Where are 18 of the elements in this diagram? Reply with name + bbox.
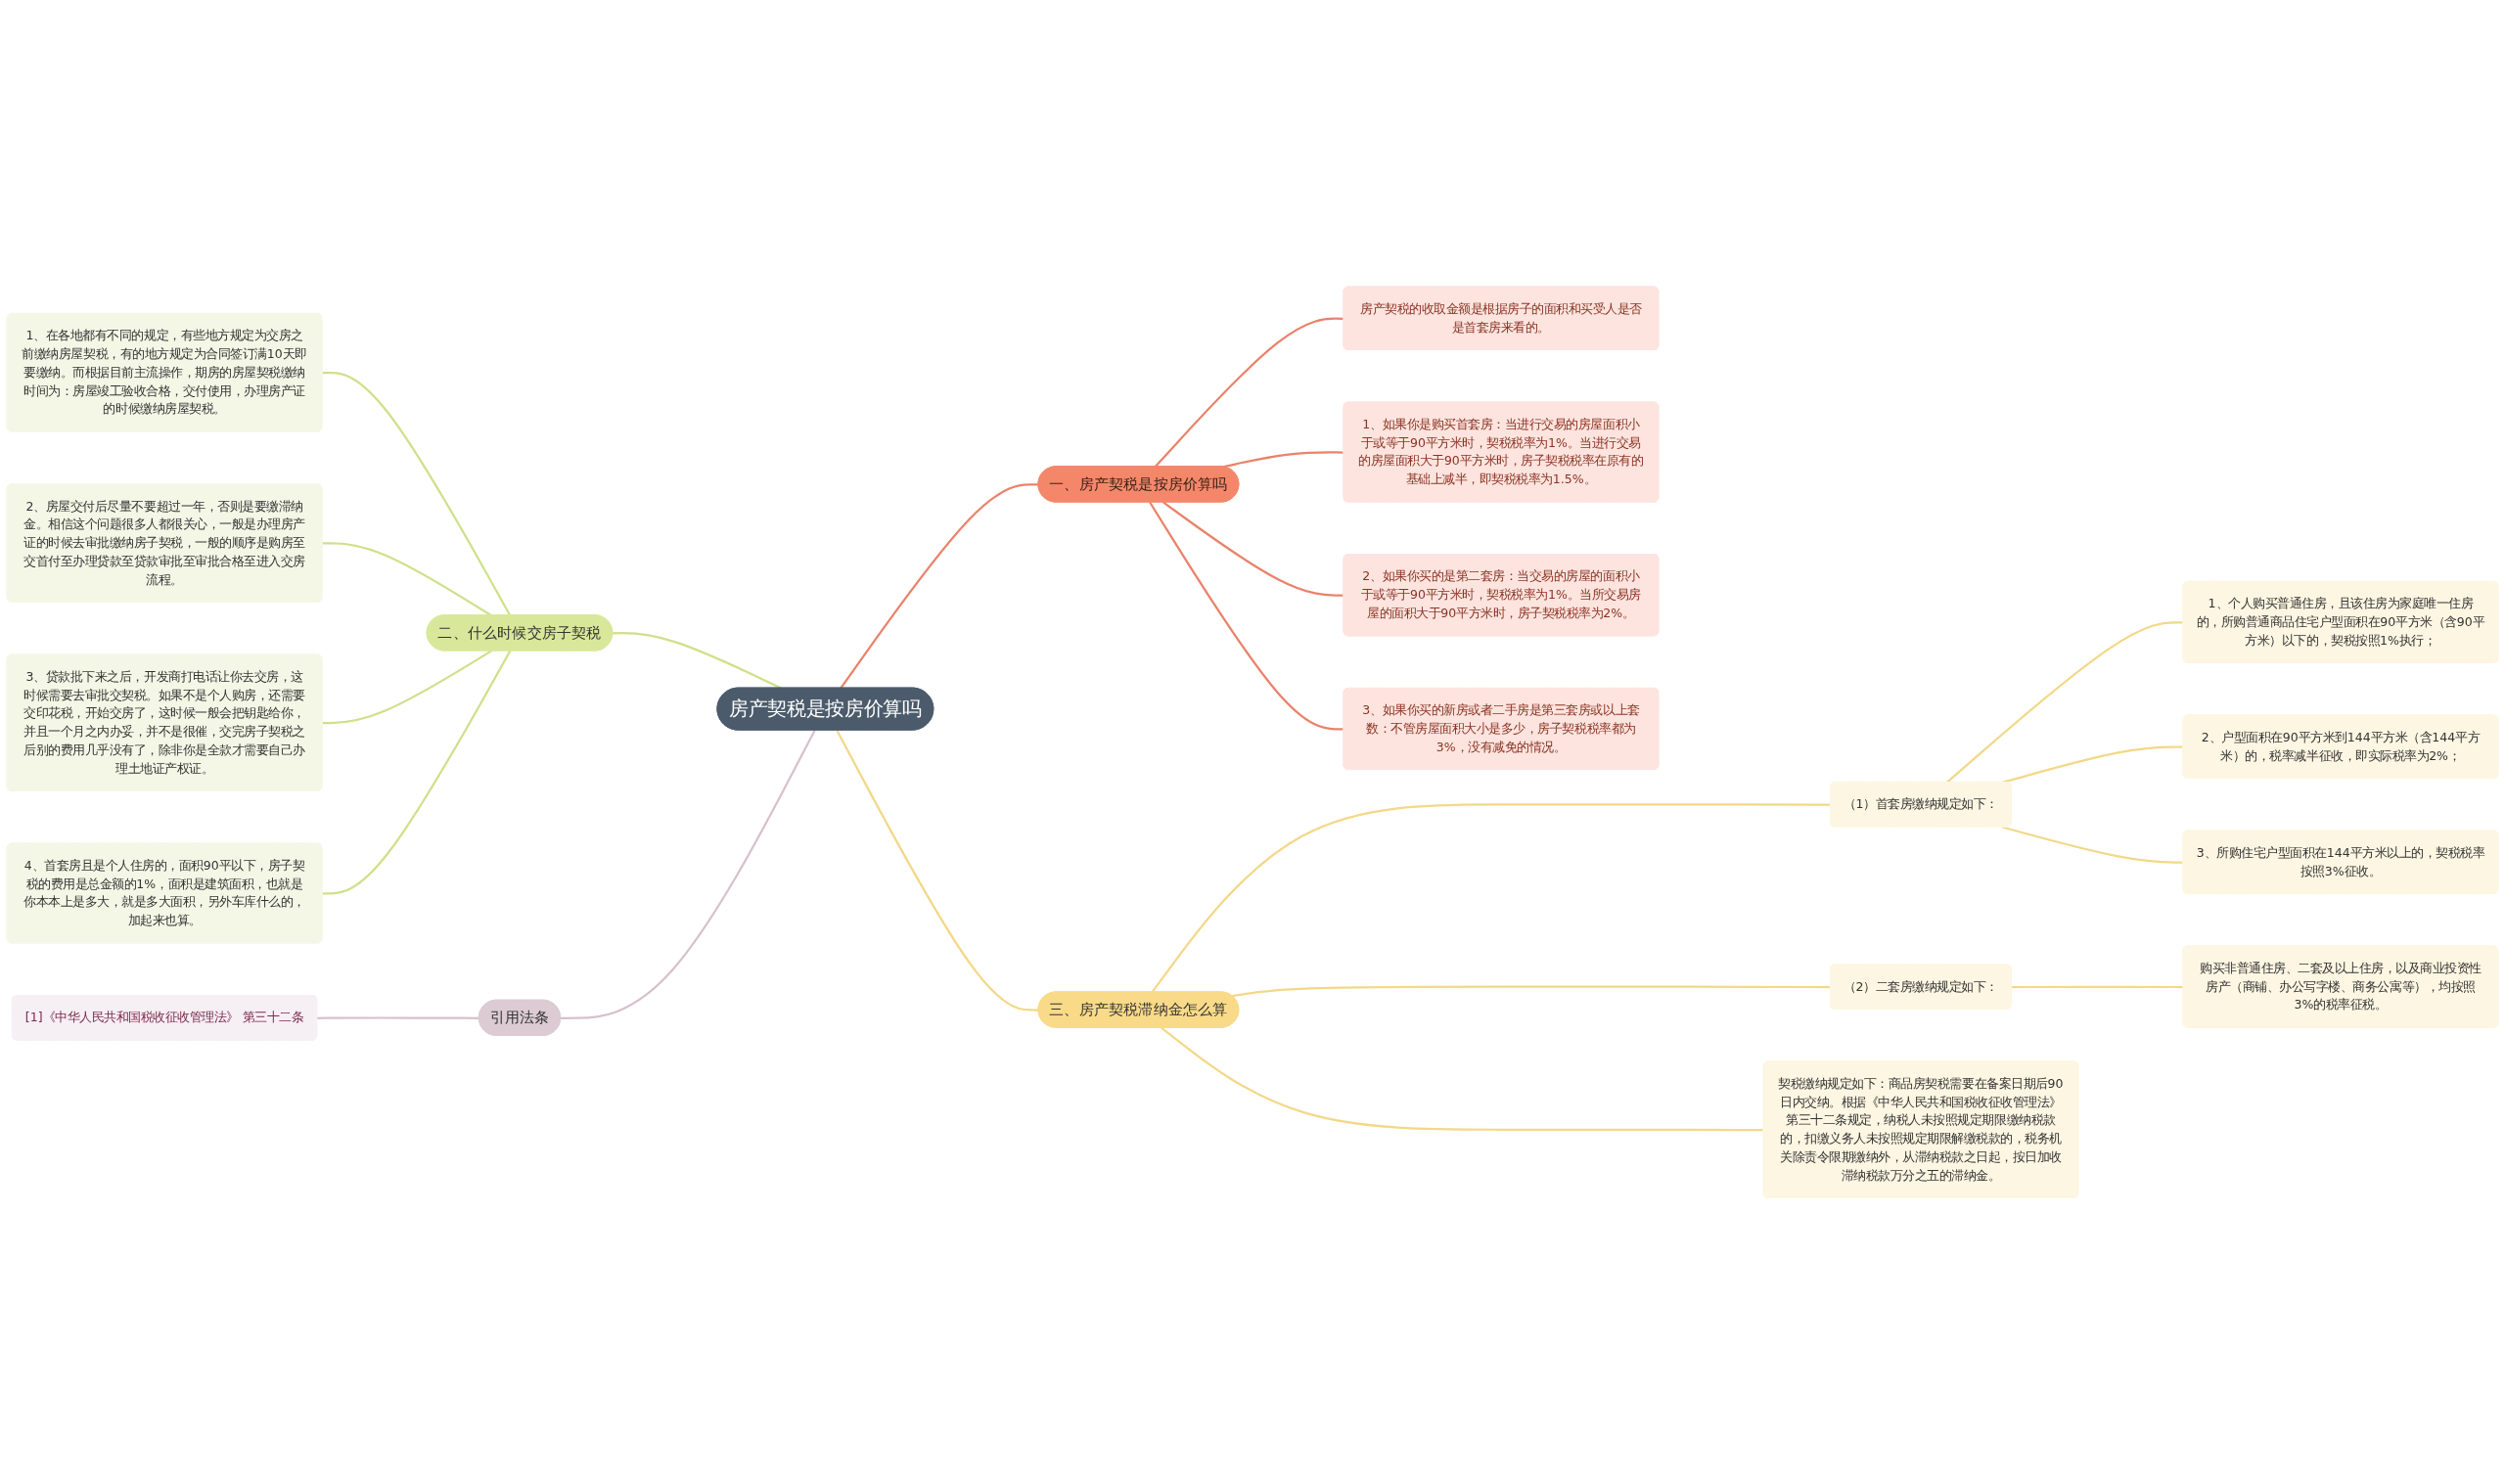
- connector: [2001, 826, 2184, 864]
- connector: [322, 650, 512, 895]
- connector: [1149, 501, 1344, 731]
- connector: [317, 1016, 479, 1019]
- connector: [1162, 501, 1344, 597]
- connector: [836, 729, 1039, 1012]
- connector: [322, 371, 512, 616]
- connector: [1945, 620, 2184, 784]
- connector: [1232, 985, 1831, 997]
- connector: [1161, 1026, 1764, 1131]
- connector: [840, 482, 1039, 689]
- connector: [2011, 985, 2184, 988]
- connector: [322, 541, 492, 616]
- connector: [322, 650, 492, 724]
- connector: [1151, 802, 1831, 993]
- connector: [1222, 451, 1344, 469]
- connector: [561, 729, 816, 1019]
- connector: [1154, 317, 1344, 468]
